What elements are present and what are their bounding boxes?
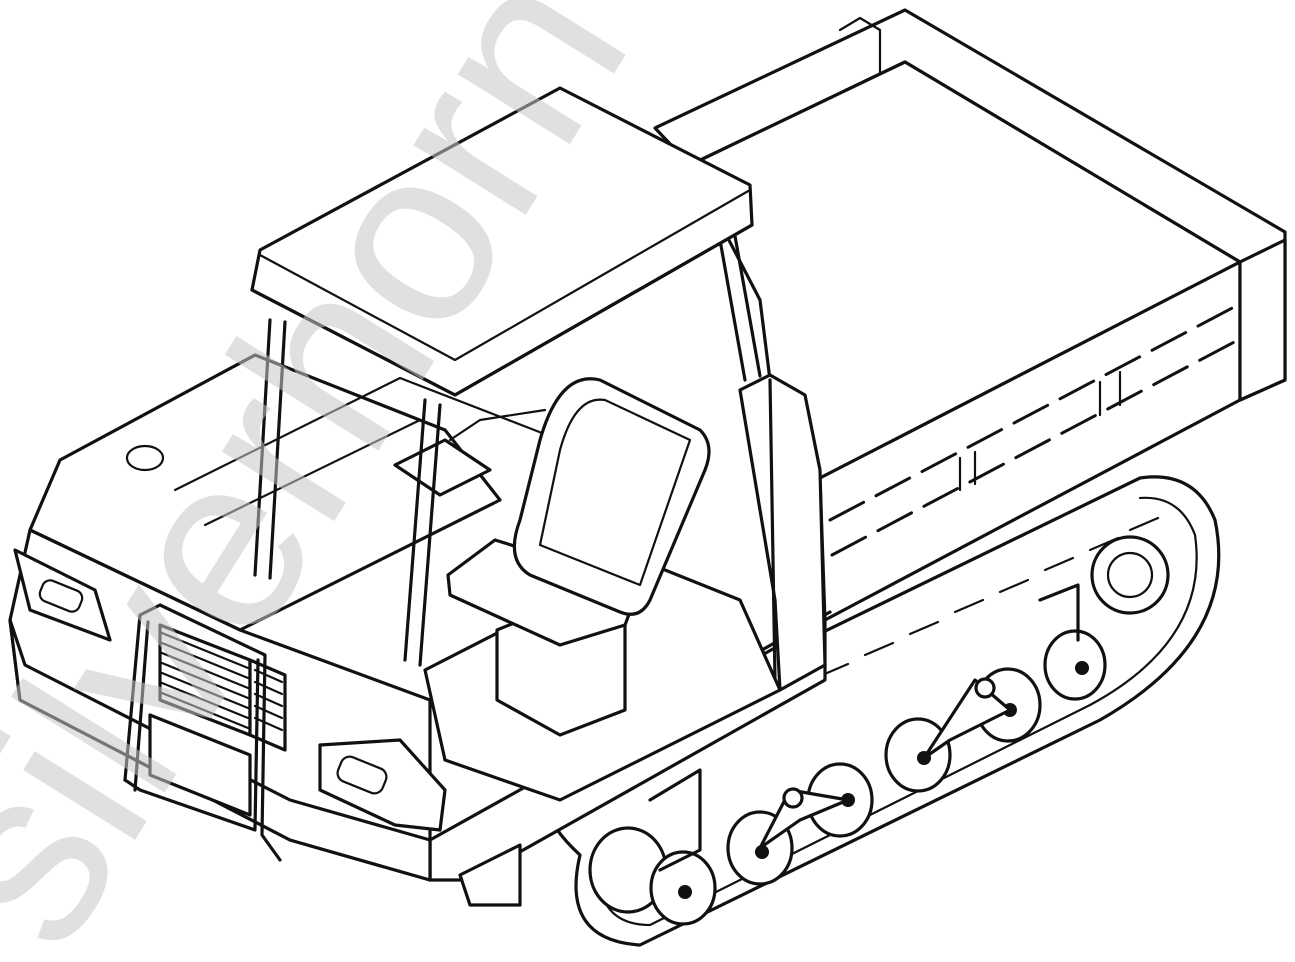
operator-seat	[393, 377, 711, 737]
road-wheel-6	[1043, 629, 1107, 701]
road-wheel-4	[884, 717, 952, 793]
side-vents	[253, 668, 284, 732]
headlight-right	[318, 738, 447, 832]
grille-slats	[160, 631, 250, 730]
bull-bar	[123, 603, 282, 862]
rops-canopy	[250, 86, 762, 667]
road-wheel-1	[649, 850, 717, 926]
road-wheels	[648, 583, 1107, 926]
headlight-left	[13, 548, 112, 642]
cab-body	[8, 353, 827, 882]
